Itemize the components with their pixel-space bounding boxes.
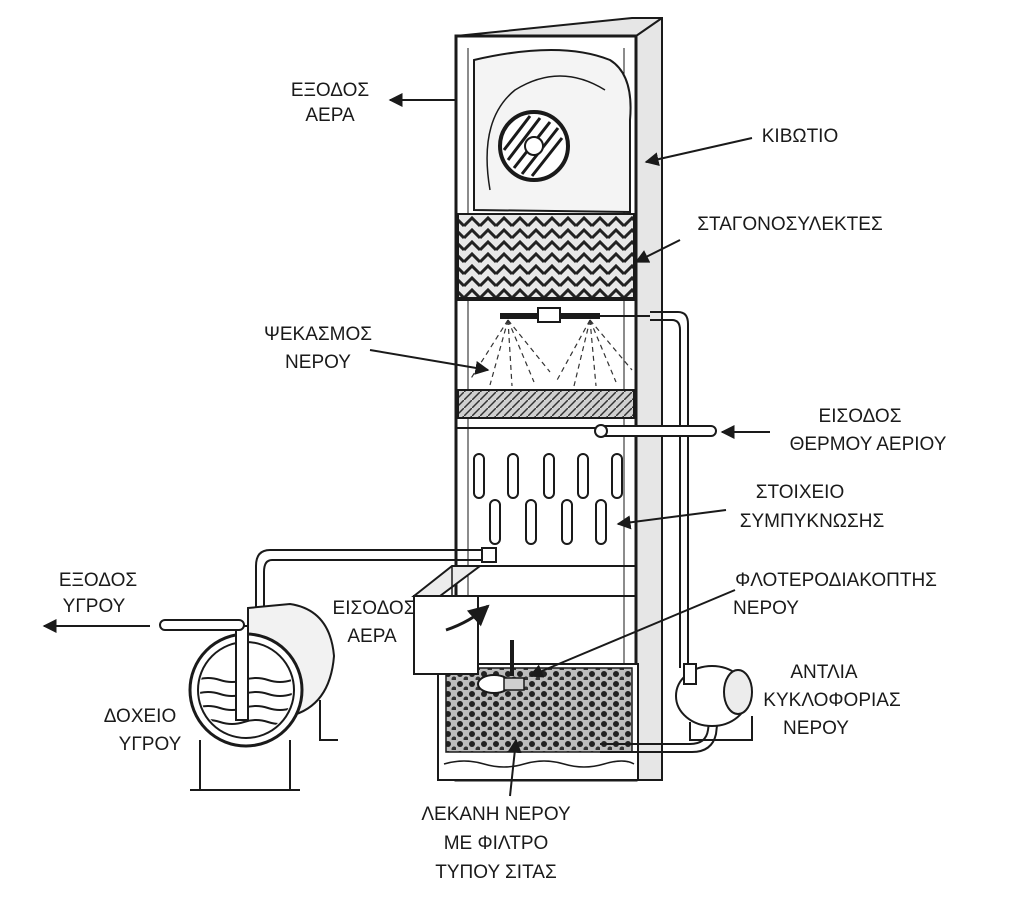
float-switch-icon [477, 640, 525, 694]
label-casing: ΚΙΒΩΤΙΟ [762, 126, 839, 147]
label-droplet-separators: ΣΤΑΓΟΝΟΣΥΛΕΚΤΕΣ [697, 214, 882, 235]
label-line: ΕΙΣΟΔΟΣ [333, 598, 416, 619]
water-basin [437, 663, 639, 781]
label-line: ΣΥΜΠΥΚΝΩΣΗΣ [740, 511, 884, 532]
spray-header [500, 307, 650, 323]
label-line: ΨΕΚΑΣΜΟΣ [264, 324, 372, 345]
water-spray-cones [469, 319, 633, 387]
air-inlet-duct [411, 565, 490, 675]
circulation-pump-icon [675, 663, 753, 741]
separator-leader [634, 239, 681, 263]
label-line: ΚΥΚΛΟΦΟΡΙΑΣ [763, 690, 900, 711]
liquid-tank-icon [188, 602, 338, 791]
leader-lines [42, 93, 770, 797]
label-line: ΥΓΡΟΥ [63, 596, 126, 617]
label-line: ΣΤΑΓΟΝΟΣΥΛΕΚΤΕΣ [697, 214, 882, 235]
packing-layer [456, 389, 636, 429]
label-line: ΕΞΟΔΟΣ [59, 570, 137, 591]
label-air-inlet: ΕΙΣΟΔΟΣ ΑΕΡΑ [333, 598, 416, 647]
label-line: ΔΟΧΕΙΟ [104, 706, 176, 727]
label-line: ΛΕΚΑΝΗ ΝΕΡΟΥ [421, 804, 571, 825]
label-liquid-outlet: ΕΞΟΔΟΣ ΥΓΡΟΥ [59, 570, 137, 617]
label-condensing-element: ΣΤΟΙΧΕΙΟ ΣΥΜΠΥΚΝΩΣΗΣ [740, 482, 884, 532]
label-line: ΝΕΡΟΥ [783, 718, 849, 739]
label-line: ΑΝΤΛΙΑ [790, 662, 858, 683]
label-line: ΘΕΡΜΟΥ ΑΕΡΙΟΥ [790, 434, 947, 455]
liquid-outlet-pipe [159, 619, 245, 631]
label-line: ΚΙΒΩΤΙΟ [762, 126, 839, 147]
label-water-basin: ΛΕΚΑΝΗ ΝΕΡΟΥ ΜΕ ΦΙΛΤΡΟ ΤΥΠΟΥ ΣΙΤΑΣ [421, 804, 571, 883]
recirculation-pipe [600, 311, 721, 753]
label-circulation-pump: ΑΝΤΛΙΑ ΚΥΚΛΟΦΟΡΙΑΣ ΝΕΡΟΥ [763, 662, 900, 739]
label-air-outlet: ΕΞΟΔΟΣ ΑΕΡΑ [291, 80, 369, 126]
label-line: ΝΕΡΟΥ [733, 598, 799, 619]
spray-leader [369, 349, 490, 375]
label-line: ΑΕΡΑ [347, 626, 397, 647]
label-liquid-tank: ΔΟΧΕΙΟ ΥΓΡΟΥ [104, 706, 182, 755]
condensing-element [456, 453, 636, 597]
label-line: ΥΓΡΟΥ [119, 734, 182, 755]
fan-wheel-icon [498, 110, 570, 182]
label-line: ΜΕ ΦΙΛΤΡΟ [444, 833, 549, 854]
label-line: ΤΥΠΟΥ ΣΙΤΑΣ [435, 862, 556, 883]
condensing-leader [616, 509, 727, 530]
label-line: ΝΕΡΟΥ [285, 352, 351, 373]
label-water-spray: ΨΕΚΑΣΜΟΣ ΝΕΡΟΥ [264, 324, 372, 373]
label-line: ΕΙΣΟΔΟΣ [819, 406, 902, 427]
label-hot-gas-inlet: ΕΙΣΟΔΟΣ ΘΕΡΜΟΥ ΑΕΡΙΟΥ [790, 406, 947, 455]
label-float-switch: ΦΛΟΤΕΡΟΔΙΑΚΟΠΤΗΣ ΝΕΡΟΥ [733, 570, 937, 619]
label-line: ΑΕΡΑ [305, 105, 355, 126]
float-switch-leader [528, 589, 736, 678]
liquid-drain-pipe [255, 547, 497, 646]
hot-gas-inlet-pipe [594, 424, 717, 438]
basin-leader [507, 738, 522, 797]
label-line: ΣΤΟΙΧΕΙΟ [756, 482, 844, 503]
label-line: ΦΛΟΤΕΡΟΔΙΑΚΟΠΤΗΣ [735, 570, 937, 591]
casing-leader [644, 137, 753, 167]
label-line: ΕΞΟΔΟΣ [291, 80, 369, 101]
droplet-separator-pack [456, 213, 636, 301]
